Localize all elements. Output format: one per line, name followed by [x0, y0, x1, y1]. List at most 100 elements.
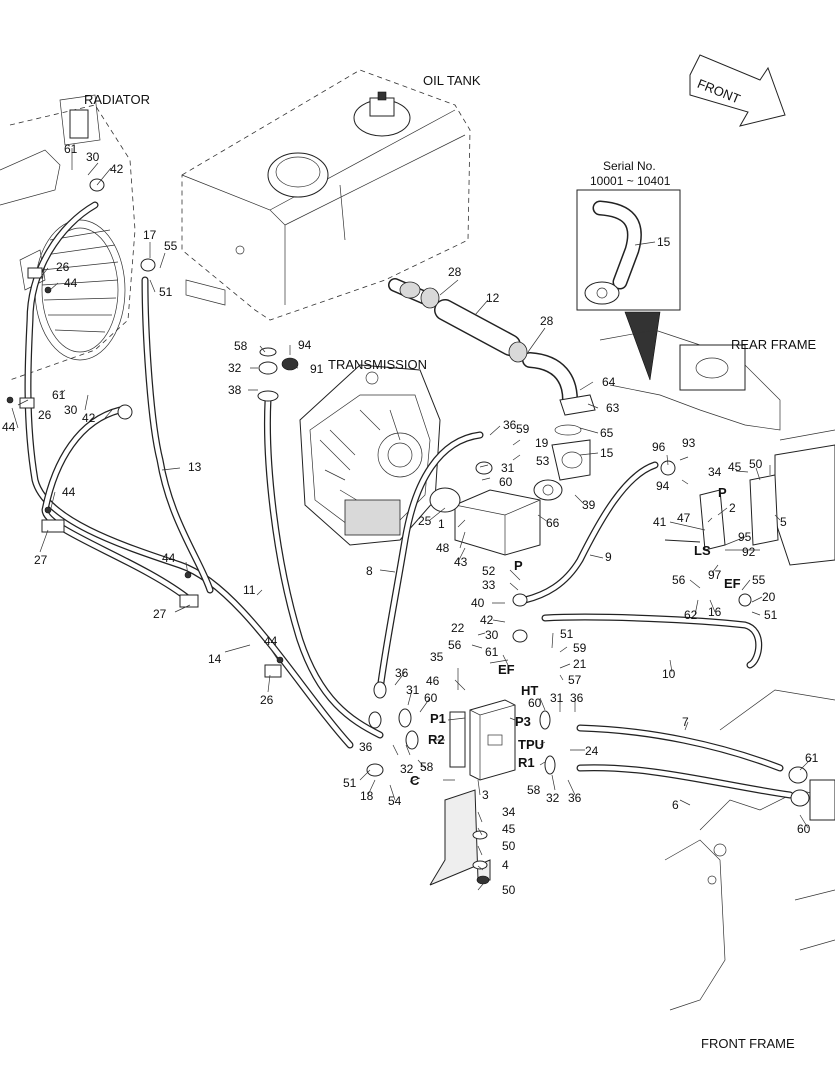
callout-36: 36 — [395, 666, 409, 680]
callout-42: 42 — [480, 613, 494, 627]
callout-21: 21 — [573, 657, 587, 671]
port-p-lower: P — [514, 558, 523, 573]
callout-1: 1 — [438, 517, 445, 531]
callout-45: 45 — [728, 460, 742, 474]
serial-range: 10001 ~ 10401 — [590, 174, 671, 188]
callout-60: 60 — [499, 475, 513, 489]
callout-45: 45 — [502, 822, 516, 836]
callout-61: 61 — [805, 751, 819, 765]
callout-48: 48 — [436, 541, 450, 555]
callout-95: 95 — [738, 530, 752, 544]
callout-19: 19 — [535, 436, 549, 450]
leader-lines — [11, 148, 813, 891]
fittings — [6, 178, 835, 885]
callout-26: 26 — [56, 260, 70, 274]
callout-8: 8 — [366, 564, 373, 578]
callout-62: 62 — [684, 608, 698, 622]
callout-60: 60 — [424, 691, 438, 705]
callout-31: 31 — [406, 683, 420, 697]
callout-16: 16 — [708, 605, 722, 619]
callout-58: 58 — [527, 783, 541, 797]
callout-96: 96 — [652, 440, 666, 454]
callout-59: 59 — [516, 422, 530, 436]
port-ef-lower: EF — [498, 662, 515, 677]
callout-65: 65 — [600, 426, 614, 440]
pump-assembly — [429, 394, 596, 556]
callout-53: 53 — [536, 454, 550, 468]
serial-heading: Serial No. — [603, 159, 656, 173]
callout-38: 38 — [228, 383, 242, 397]
transmission: TRANSMISSION — [299, 357, 441, 546]
callout-36: 36 — [570, 691, 584, 705]
callout-39: 39 — [582, 498, 596, 512]
callout-3: 3 — [482, 788, 489, 802]
callout-44: 44 — [2, 420, 16, 434]
callout-26: 26 — [260, 693, 274, 707]
callout-6: 6 — [672, 798, 679, 812]
radiator: RADIATOR — [0, 92, 150, 381]
callout-43: 43 — [454, 555, 468, 569]
callout-11: 11 — [243, 583, 256, 597]
port-p3: P3 — [515, 714, 531, 729]
port-r1: R1 — [518, 755, 535, 770]
callout-64: 64 — [602, 375, 616, 389]
callout-63: 63 — [606, 401, 620, 415]
callout-51: 51 — [159, 285, 173, 299]
callout-46: 46 — [426, 674, 440, 688]
callout-27: 27 — [34, 553, 48, 567]
callout-26: 26 — [38, 408, 52, 422]
serial-inset: Serial No. 10001 ~ 10401 — [576, 159, 681, 381]
callout-61: 61 — [64, 142, 78, 156]
callout-60: 60 — [528, 696, 542, 710]
callout-94: 94 — [298, 338, 312, 352]
callout-66: 66 — [546, 516, 560, 530]
callout-20: 20 — [762, 590, 776, 604]
front-frame: FRONT FRAME — [664, 689, 835, 1051]
callout-47: 47 — [677, 511, 691, 525]
callout-25: 25 — [418, 514, 432, 528]
callout-57: 57 — [568, 673, 582, 687]
callout-30: 30 — [64, 403, 78, 417]
callout-33: 33 — [482, 578, 496, 592]
callout-94: 94 — [656, 479, 670, 493]
callout-28: 28 — [448, 265, 462, 279]
control-valve — [429, 699, 516, 886]
rear-frame-label: REAR FRAME — [731, 337, 817, 352]
radiator-label: RADIATOR — [84, 92, 150, 107]
callout-91: 91 — [310, 362, 324, 376]
callout-55: 55 — [752, 573, 766, 587]
callout-58: 58 — [234, 339, 248, 353]
callout-52: 52 — [482, 564, 496, 578]
oil-tank: OIL TANK — [181, 69, 481, 321]
callout-9: 9 — [605, 550, 612, 564]
callout-numbers: 61 30 42 26 44 61 30 42 44 26 44 27 13 4… — [2, 142, 819, 897]
callout-31: 31 — [501, 461, 515, 475]
callout-58: 58 — [420, 760, 434, 774]
front-frame-label: FRONT FRAME — [701, 1036, 795, 1051]
rear-frame: REAR FRAME — [599, 329, 835, 566]
port-c: C — [410, 773, 420, 788]
callout-56: 56 — [448, 638, 462, 652]
port-ls: LS — [694, 543, 711, 558]
callout-17: 17 — [143, 228, 157, 242]
callout-60: 60 — [797, 822, 811, 836]
callout-40: 40 — [471, 596, 485, 610]
callout-42: 42 — [110, 162, 124, 176]
callout-10: 10 — [662, 667, 676, 681]
callout-32: 32 — [546, 791, 560, 805]
callout-32: 32 — [400, 762, 414, 776]
callout-50: 50 — [502, 883, 516, 897]
callout-2: 2 — [729, 501, 736, 515]
callout-44: 44 — [62, 485, 76, 499]
callout-4: 4 — [502, 858, 509, 872]
callout-36: 36 — [568, 791, 582, 805]
transmission-label: TRANSMISSION — [328, 357, 427, 372]
callout-51: 51 — [560, 627, 574, 641]
callout-22: 22 — [451, 621, 465, 635]
callout-35: 35 — [430, 650, 444, 664]
callout-50: 50 — [502, 839, 516, 853]
callout-51: 51 — [764, 608, 778, 622]
callout-36: 36 — [503, 418, 517, 432]
callout-15: 15 — [657, 235, 671, 249]
